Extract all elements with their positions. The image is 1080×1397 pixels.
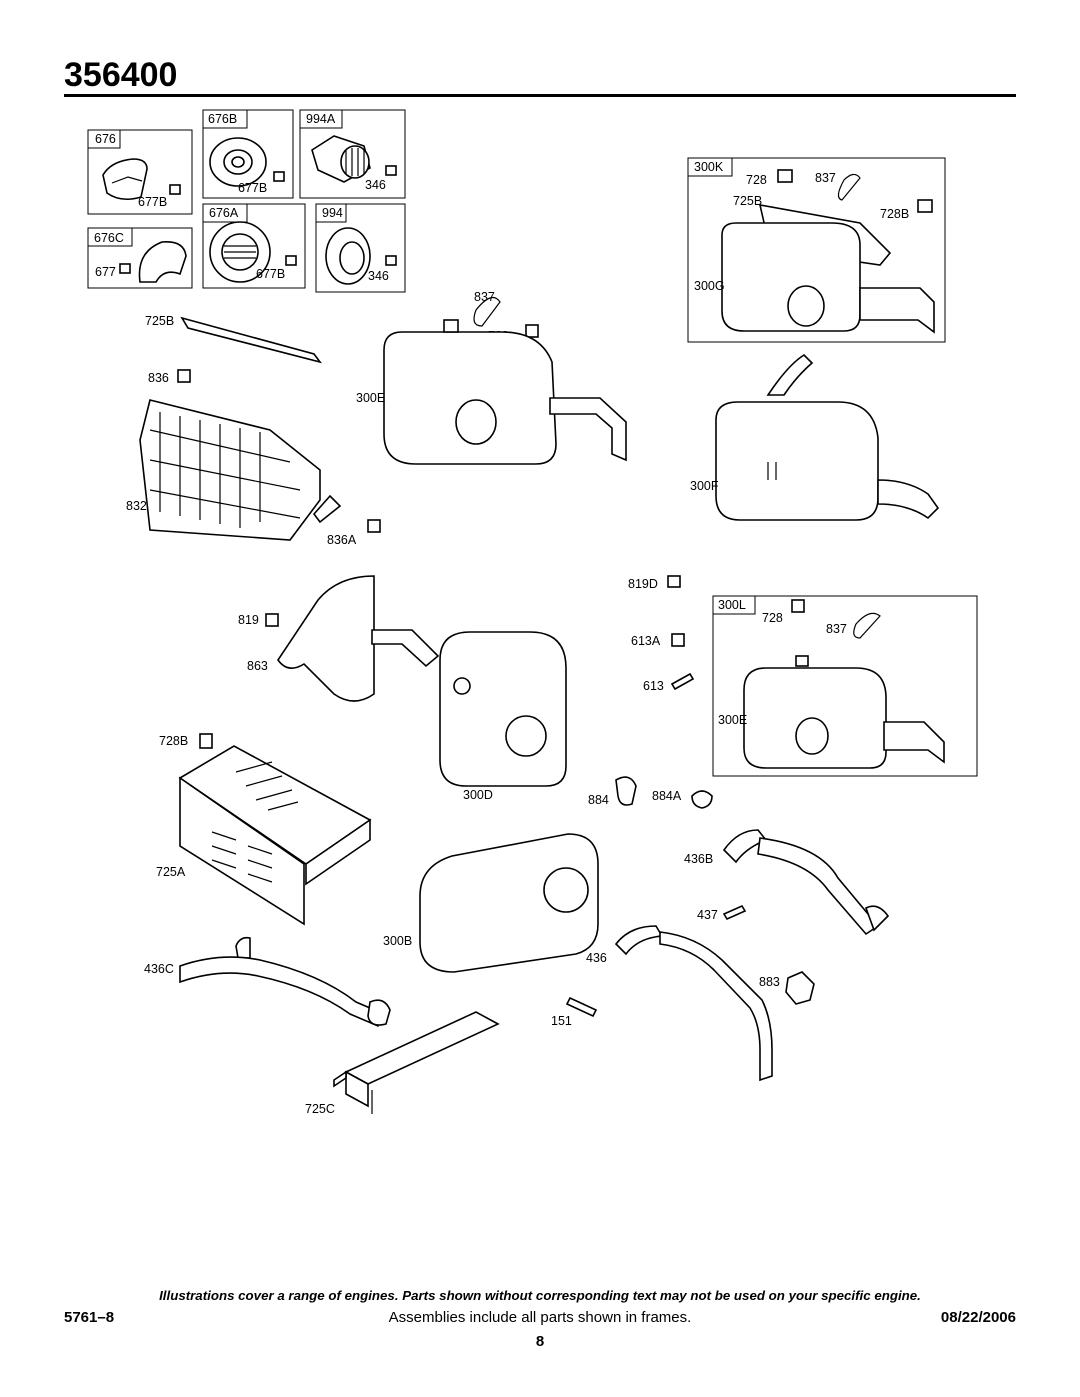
part-437-bolt <box>722 904 747 921</box>
label-151: 151 <box>551 1014 572 1028</box>
part-613A-nut <box>671 633 685 647</box>
muffler-300E <box>383 319 627 465</box>
label-725C: 725C <box>305 1102 335 1116</box>
label-436B: 436B <box>684 852 713 866</box>
label-837-b: 837 <box>474 290 495 304</box>
frame-676B <box>202 109 294 199</box>
label-676B: 676B <box>208 112 237 126</box>
label-863: 863 <box>247 659 268 673</box>
label-836A: 836A <box>327 533 357 547</box>
part-151-stud <box>565 996 598 1018</box>
page-number: 8 <box>535 1333 545 1350</box>
label-883: 883 <box>759 975 780 989</box>
part-613-bolt <box>670 672 695 691</box>
label-725B-b: 725B <box>145 314 174 328</box>
label-837-c: 837 <box>826 622 847 636</box>
label-994: 994 <box>322 206 343 220</box>
footer-row: 5761–8 Assemblies include all parts show… <box>64 1309 1016 1329</box>
muffler-300B <box>419 833 599 973</box>
label-677B-b: 677B <box>238 181 267 195</box>
disclaimer-text: Illustrations cover a range of engines. … <box>159 1288 921 1303</box>
part-883-gasket <box>785 971 815 1005</box>
label-832: 832 <box>126 499 147 513</box>
pipe-436C <box>179 936 391 1028</box>
label-819: 819 <box>238 613 259 627</box>
label-884: 884 <box>588 793 609 807</box>
label-300L: 300L <box>718 598 746 612</box>
label-837-a: 837 <box>815 171 836 185</box>
label-300K: 300K <box>694 160 724 174</box>
label-300F: 300F <box>690 479 719 493</box>
label-300E-b: 300E <box>718 713 747 727</box>
frame-994A <box>299 109 406 199</box>
label-676A: 676A <box>209 206 239 220</box>
part-884-clamp <box>615 776 637 806</box>
part-837-strap <box>473 296 501 327</box>
label-300D: 300D <box>463 788 493 802</box>
frame-676C <box>87 227 193 289</box>
doc-code: 5761–8 <box>64 1309 115 1326</box>
label-728B-a: 728B <box>880 207 909 221</box>
label-346-b: 346 <box>368 269 389 283</box>
label-994A: 994A <box>306 112 336 126</box>
label-676: 676 <box>95 132 116 146</box>
parts-diagram: 676 677B 676B 677B 994A 346 676C 677 <box>87 109 978 1116</box>
title-rule <box>64 94 1016 97</box>
part-884A-clamp <box>691 790 713 809</box>
pipe-436B <box>722 829 890 936</box>
doc-date: 08/22/2006 <box>940 1309 1016 1326</box>
page-title: 356400 <box>64 56 178 94</box>
heat-shield-863 <box>265 575 440 702</box>
label-677B-c: 677B <box>256 267 285 281</box>
label-436: 436 <box>586 951 607 965</box>
label-613A: 613A <box>631 634 661 648</box>
label-819D: 819D <box>628 577 658 591</box>
label-677B-a: 677B <box>138 195 167 209</box>
shield-725A <box>178 733 372 926</box>
label-725B-a: 725B <box>733 194 762 208</box>
label-300E-a: 300E <box>356 391 385 405</box>
label-677: 677 <box>95 265 116 279</box>
label-613: 613 <box>643 679 664 693</box>
muffler-300F <box>715 353 940 521</box>
part-819D-bolt <box>667 575 681 588</box>
assemblies-note: Assemblies include all parts shown in fr… <box>388 1309 692 1326</box>
label-728B-b: 728B <box>159 734 188 748</box>
label-436C: 436C <box>144 962 174 976</box>
muffler-300D <box>439 631 567 787</box>
label-676C: 676C <box>94 231 124 245</box>
label-728-c: 728 <box>762 611 783 625</box>
label-725A: 725A <box>156 865 186 879</box>
frame-994 <box>315 203 406 293</box>
frame-300L <box>712 595 978 777</box>
frame-676 <box>87 129 193 215</box>
shield-725C <box>333 1011 500 1114</box>
label-728-a: 728 <box>746 173 767 187</box>
part-728-bolt <box>525 324 539 338</box>
pipe-436 <box>614 925 773 1082</box>
label-884A: 884A <box>652 789 682 803</box>
frame-300K <box>687 157 946 343</box>
guard-assembly <box>139 316 381 541</box>
label-836: 836 <box>148 371 169 385</box>
label-300B: 300B <box>383 934 412 948</box>
label-300G: 300G <box>694 279 725 293</box>
frame-676A <box>202 203 306 289</box>
label-346-a: 346 <box>365 178 386 192</box>
label-437: 437 <box>697 908 718 922</box>
